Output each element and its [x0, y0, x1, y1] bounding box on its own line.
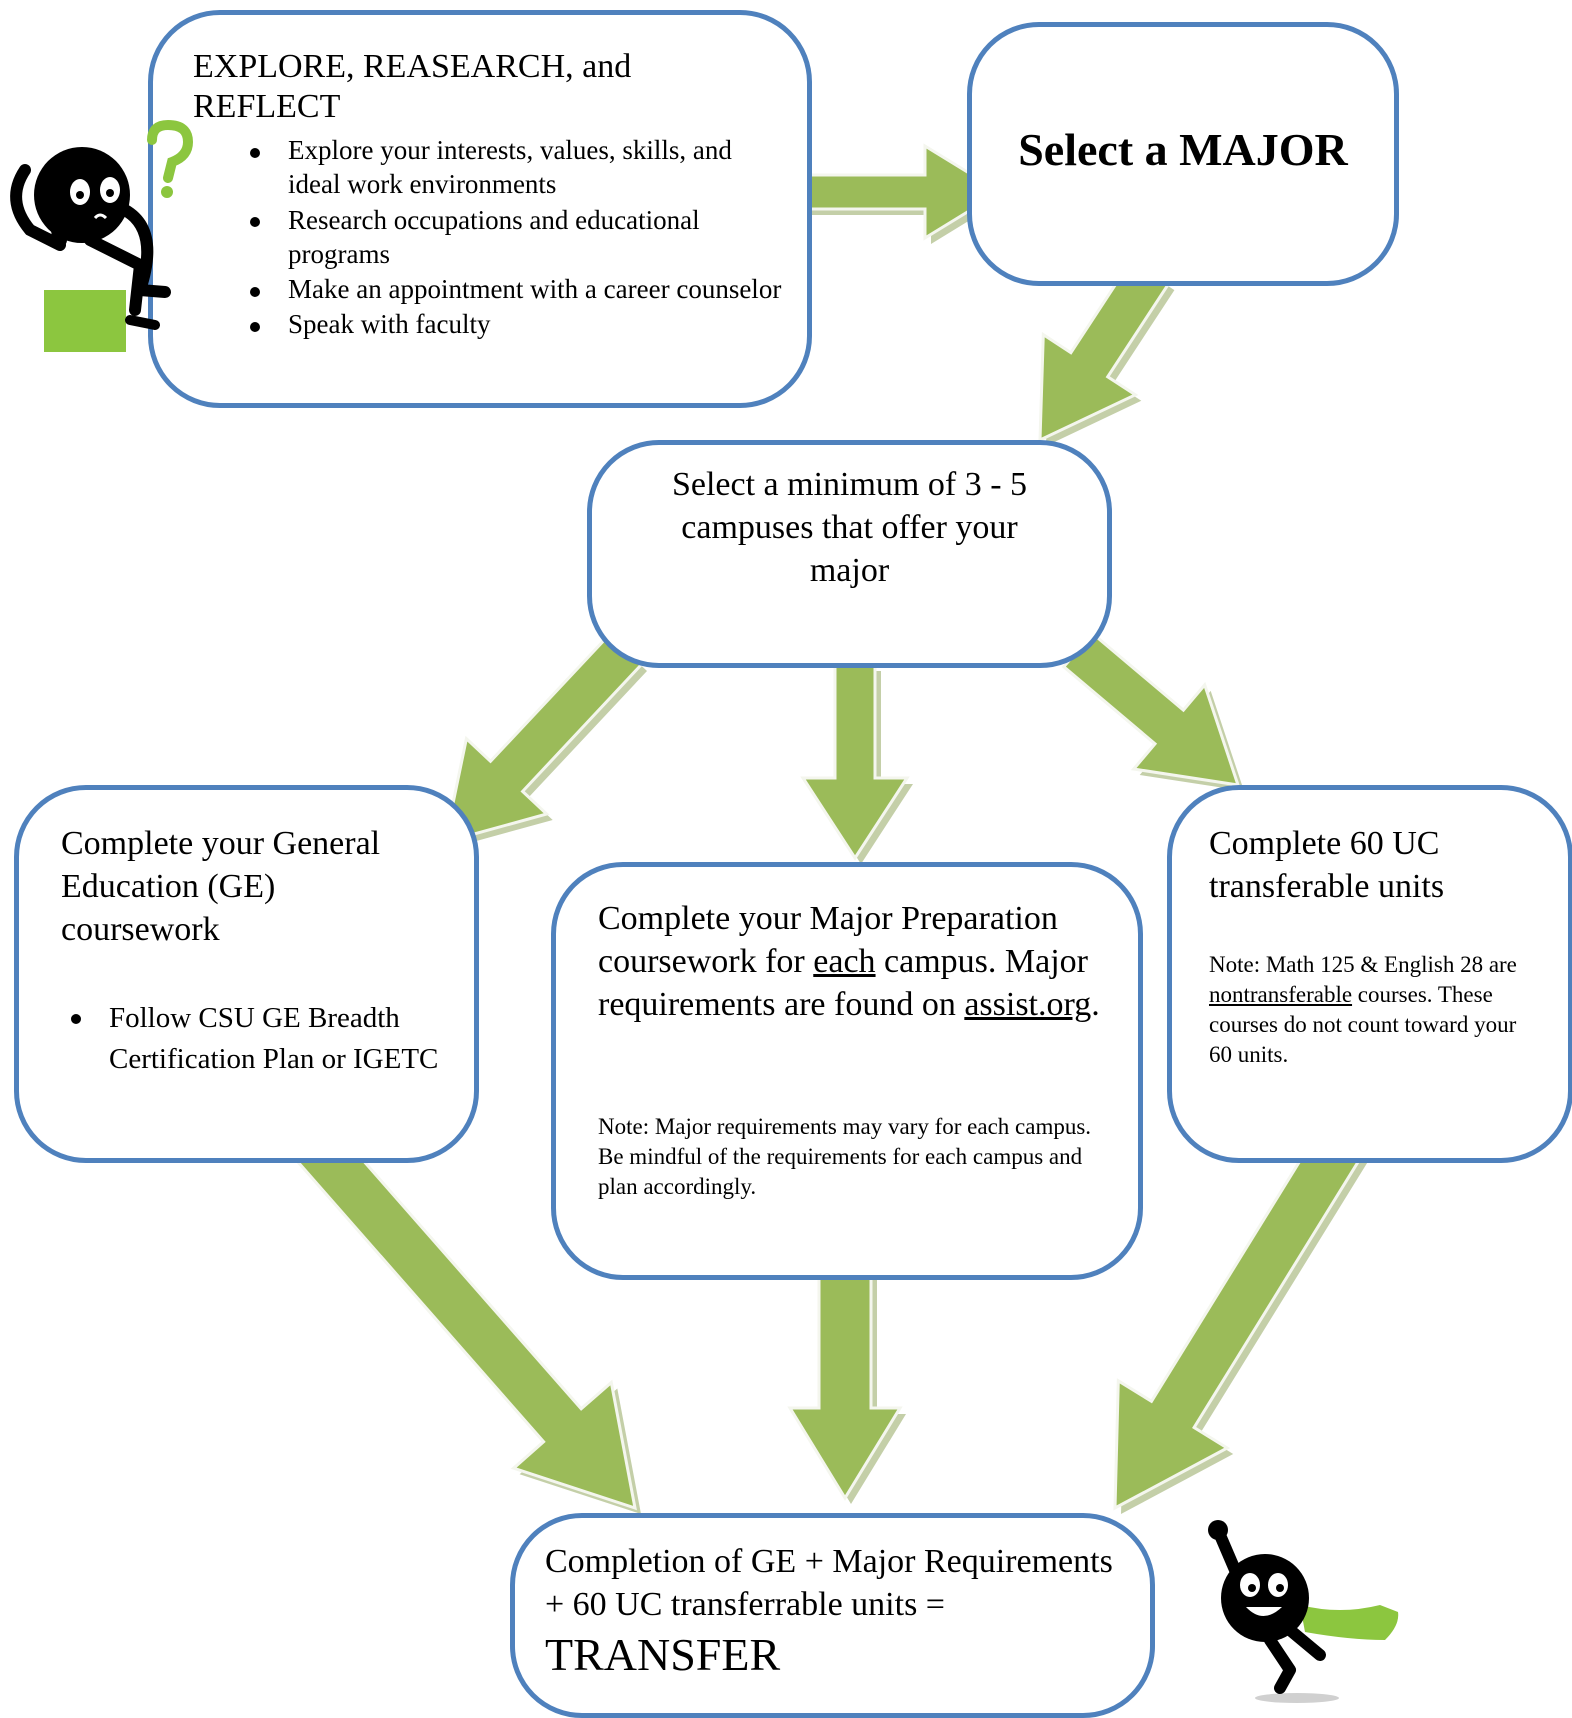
- explore-bullet-item: Explore your interests, values, skills, …: [250, 133, 788, 202]
- arrow-major-to-campuses: [1038, 257, 1175, 446]
- arrow-explore-to-major: [788, 143, 1006, 244]
- major-prep-text-e: .: [1091, 986, 1100, 1024]
- arrow-campuses-to-major-prep: [800, 663, 913, 864]
- units-note: Note: Math 125 & English 28 are nontrans…: [1209, 950, 1539, 1070]
- major-prep-box: Complete your Major Preparation coursewo…: [551, 862, 1143, 1280]
- units-title: Complete 60 UC transferable units: [1209, 825, 1445, 906]
- ge-bullet-item: Follow CSU GE Breadth Certification Plan…: [71, 998, 439, 1080]
- transfer-equation: Completion of GE + Major Requirements + …: [545, 1543, 1113, 1624]
- transfer-highlight: TRANSFER: [545, 1629, 781, 1681]
- assist-link[interactable]: assist.org: [964, 986, 1092, 1024]
- arrow-campuses-to-units: [1061, 631, 1244, 791]
- arrow-explore-to-major-body: [788, 143, 1003, 241]
- units-box: Complete 60 UC transferable units Note: …: [1167, 785, 1572, 1163]
- major-prep-note: Note: Major requirements may vary for ea…: [598, 1114, 1092, 1199]
- major-prep-text-c: campus. Major requirements are found on: [598, 943, 1088, 1024]
- units-note-a: Note: Math 125 & English 28 are: [1209, 952, 1517, 977]
- arrow-campuses-to-ge: [443, 632, 647, 848]
- arrow-campuses-to-ge-body: [443, 632, 644, 845]
- explore-box: EXPLORE, REASEARCH, and REFLECT Explore …: [148, 10, 812, 408]
- major-prep-each: each: [813, 943, 876, 981]
- arrow-major-prep-to-transfer: [787, 1270, 906, 1504]
- explore-bullet-item: Speak with faculty: [250, 307, 788, 341]
- major-prep-text-a: Complete your Major Preparation coursewo…: [598, 900, 1058, 981]
- campuses-box: Select a minimum of 3 - 5 campuses that …: [587, 440, 1112, 668]
- units-note-nontransferable: nontransferable: [1209, 981, 1353, 1007]
- arrow-campuses-to-major-prep-body: [800, 663, 910, 861]
- explore-bullet-item: Make an appointment with a career counse…: [250, 272, 788, 306]
- explore-bullet-list: Explore your interests, values, skills, …: [250, 133, 788, 342]
- ge-bullet-list: Follow CSU GE Breadth Certification Plan…: [71, 998, 439, 1080]
- transfer-text: Completion of GE + Major Requirements + …: [545, 1540, 1115, 1685]
- major-prep-text: Complete your Major Preparation coursewo…: [598, 897, 1108, 1027]
- ge-box: Complete your General Education (GE) cou…: [14, 785, 479, 1163]
- select-major-box: Select a MAJOR: [967, 22, 1399, 286]
- arrow-major-to-campuses-body: [1038, 257, 1171, 443]
- campuses-title: Select a minimum of 3 - 5 campuses that …: [671, 466, 1028, 590]
- units-note-c: courses. These courses do not count towa…: [1209, 981, 1517, 1067]
- ge-title: Complete your General Education (GE) cou…: [61, 825, 381, 949]
- explore-bullet-item: Research occupations and educational pro…: [250, 203, 788, 272]
- transfer-box: Completion of GE + Major Requirements + …: [510, 1513, 1155, 1718]
- select-major-title: Select a MAJOR: [1018, 124, 1348, 175]
- arrow-campuses-to-units-body: [1061, 631, 1241, 787]
- arrow-major-prep-to-transfer-body: [787, 1270, 903, 1501]
- explore-title: EXPLORE, REASEARCH, and REFLECT: [193, 48, 632, 126]
